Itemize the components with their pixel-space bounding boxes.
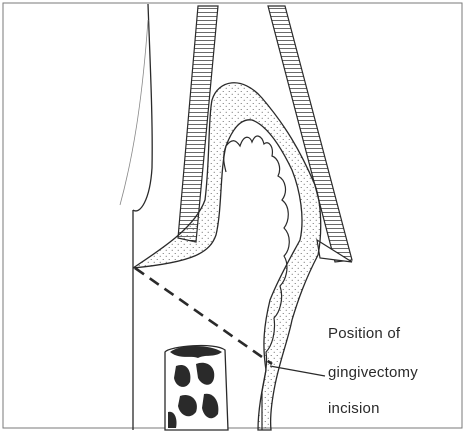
adjacent-tooth (120, 4, 152, 430)
gingiva (133, 83, 321, 430)
alveolar-bone (165, 346, 228, 430)
annotation-line-1: Position of (328, 325, 400, 342)
annotation-line-3: incision (328, 400, 380, 417)
annotation-line-2: gingivectomy (328, 364, 418, 381)
